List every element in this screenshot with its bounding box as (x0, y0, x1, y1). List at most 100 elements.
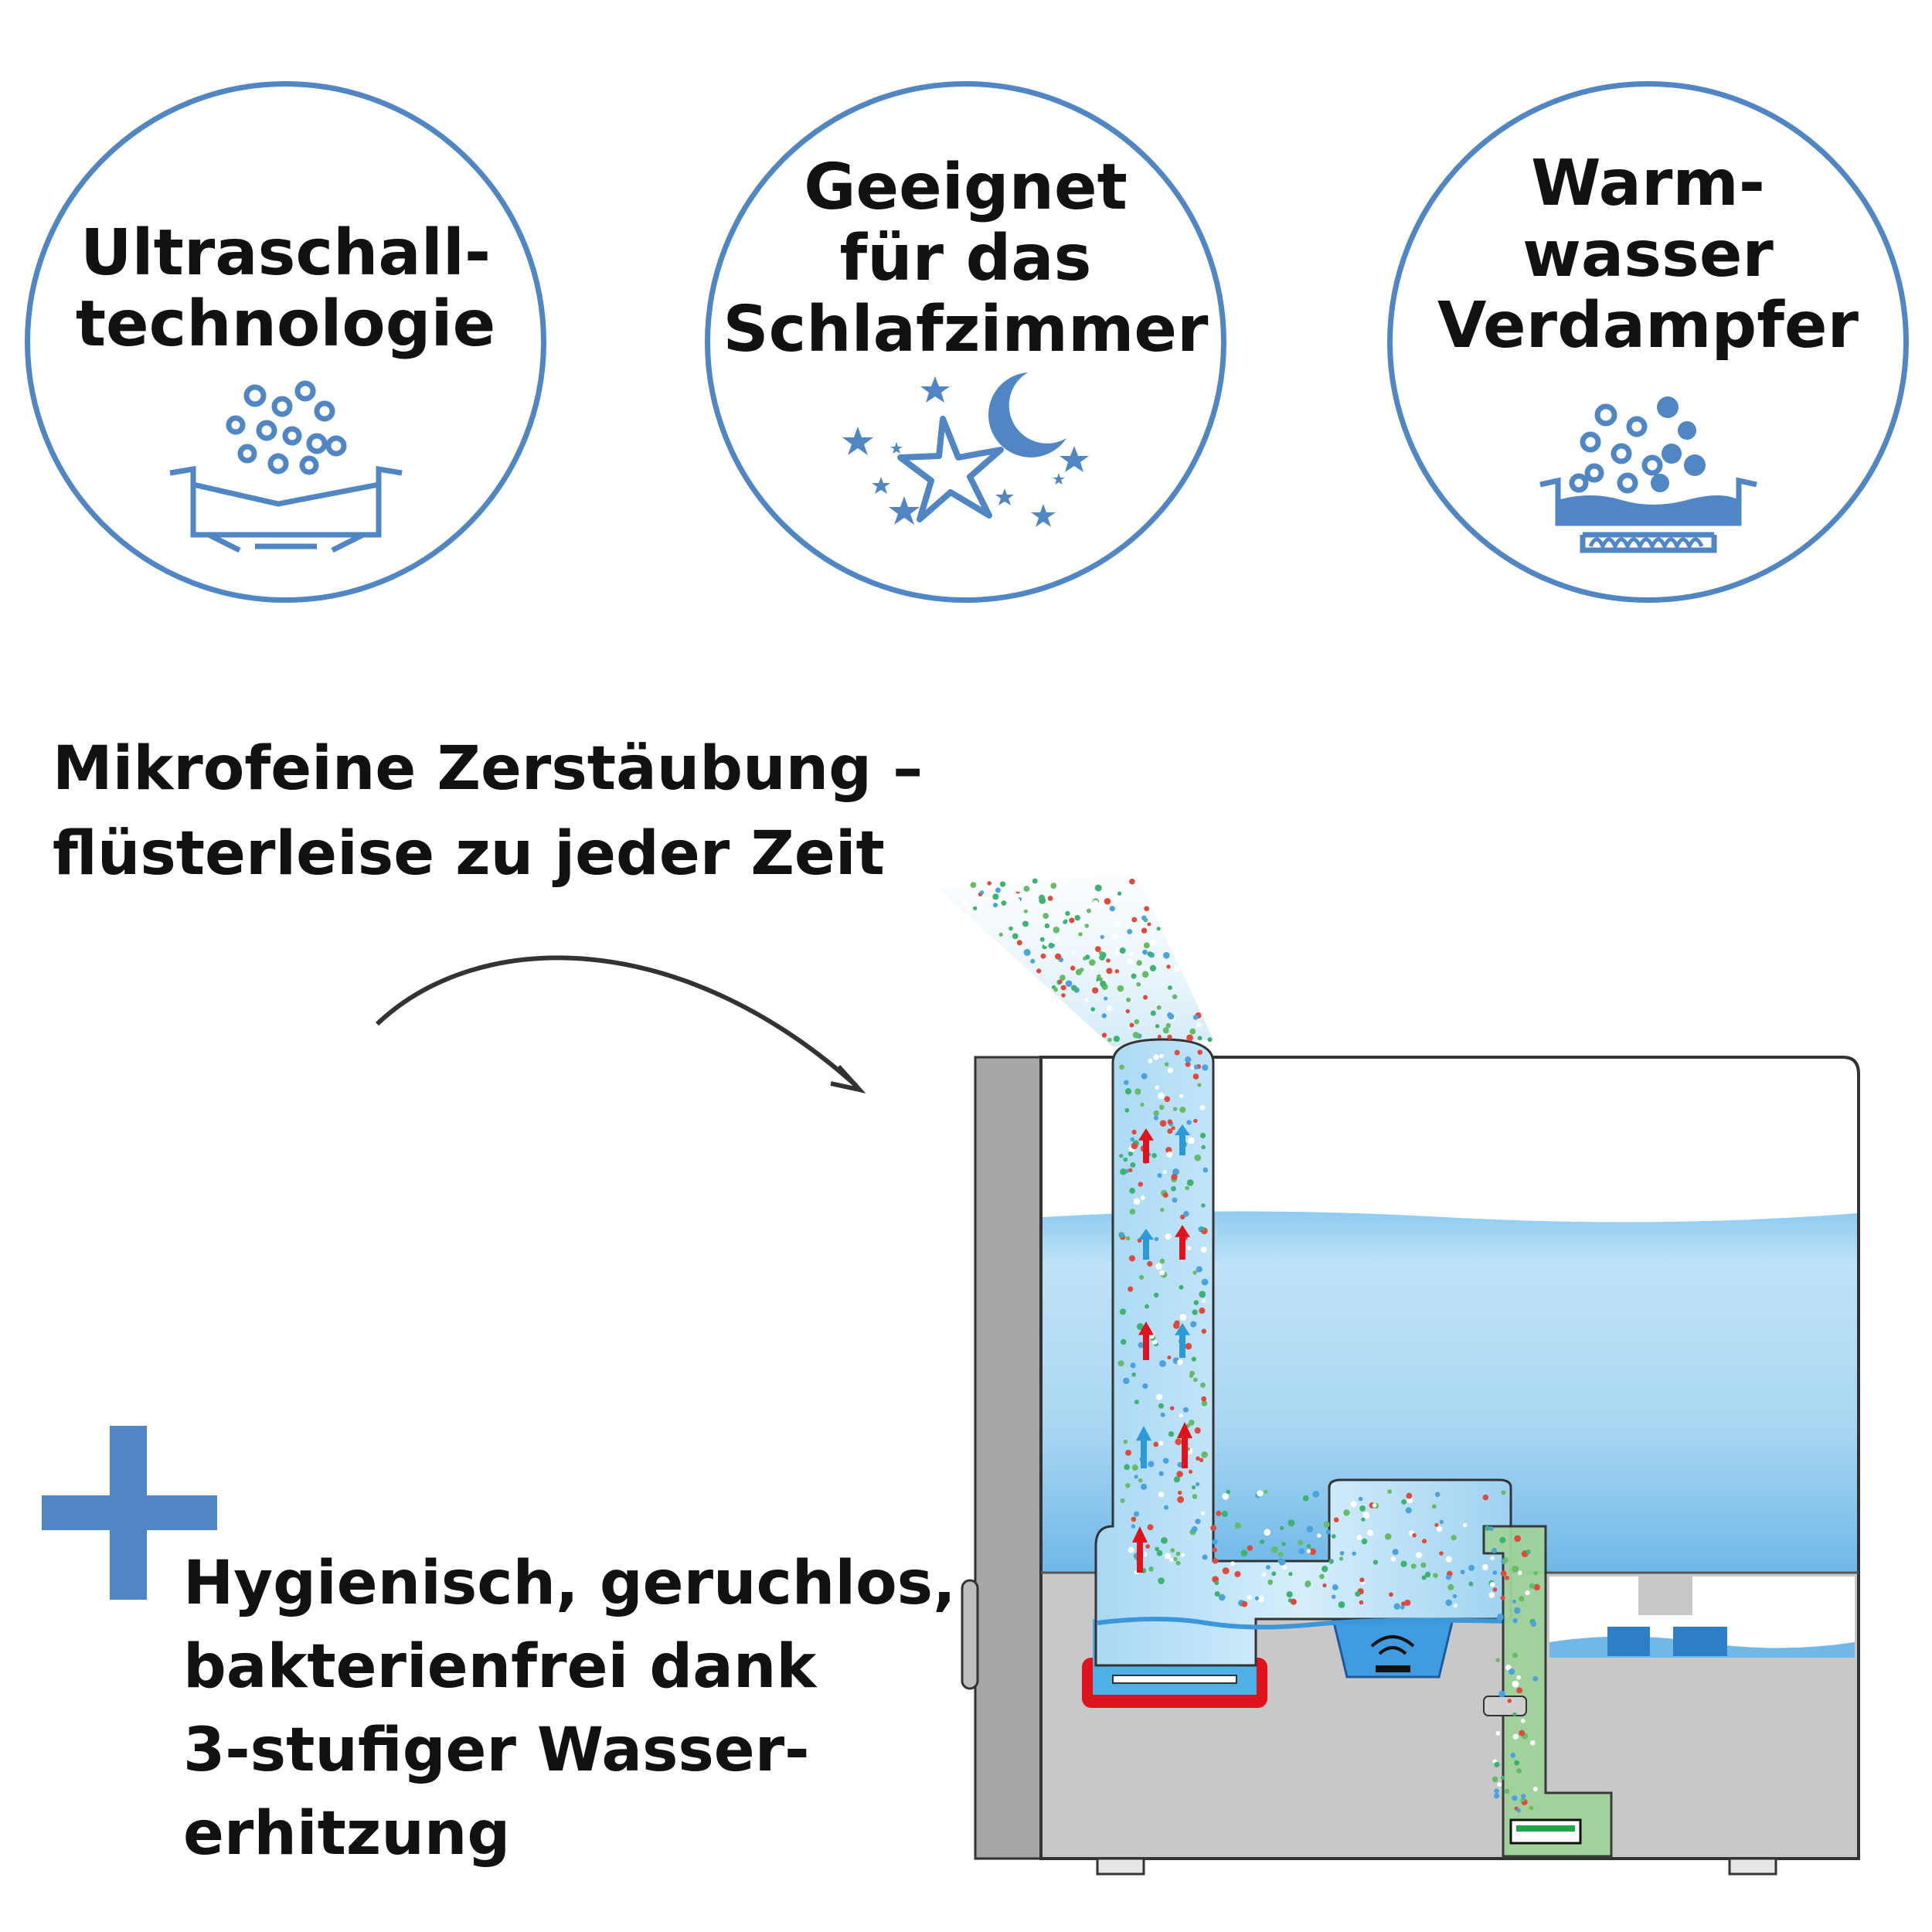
mist-particle (1123, 1377, 1130, 1385)
mist-particle (1094, 946, 1101, 952)
mist-particle (1123, 1439, 1128, 1444)
mist-particle (1193, 1118, 1198, 1124)
mist-particle (1172, 1168, 1179, 1175)
mist-particle (1210, 1525, 1217, 1532)
mist-particle (1192, 1270, 1197, 1275)
mist-particle (1497, 1782, 1502, 1787)
mist-particle (1201, 1451, 1208, 1458)
mist-particle (1492, 1587, 1498, 1592)
mist-particle (1322, 1583, 1327, 1588)
mist-particle (1161, 1536, 1168, 1544)
mist-particle (1055, 936, 1060, 940)
mist-particle (1521, 1794, 1526, 1799)
mist-particle (1133, 1511, 1140, 1517)
mist-particle (1160, 1412, 1165, 1417)
mist-particle (1185, 1185, 1189, 1191)
mist-particle (1170, 1548, 1175, 1553)
moon-stars-icon (842, 372, 1089, 527)
mist-particle (1199, 1132, 1206, 1139)
mist-particle (1100, 934, 1104, 940)
mist-particle (1404, 1599, 1411, 1607)
pointer-arrow-head (830, 1064, 866, 1094)
mist-particle (1129, 1022, 1134, 1028)
mist-particle (1405, 1507, 1412, 1514)
mist-particle (1500, 1595, 1505, 1600)
mist-particle (1175, 1551, 1181, 1556)
badge-line: Verdampfer (1437, 289, 1859, 362)
mist-particle (1422, 1539, 1427, 1544)
mist-particle (1287, 1519, 1295, 1527)
mist-particle (1155, 1546, 1160, 1552)
badge-bedroom-title: Geeignet für das Schlafzimmer (710, 152, 1221, 366)
mist-particle (1189, 1028, 1196, 1035)
mist-particle (1167, 1067, 1174, 1073)
mist-particle (1512, 1733, 1519, 1740)
mist-particle (1189, 1469, 1193, 1475)
mist-particle (1128, 1255, 1136, 1262)
mist-particle (1106, 1005, 1113, 1012)
mist-particle (1131, 1129, 1137, 1135)
mist-particle (1140, 1483, 1148, 1490)
mist-particle (1156, 1549, 1163, 1556)
mist-particle (1194, 1154, 1202, 1162)
mist-particle (1359, 1505, 1366, 1512)
mist-particle (1070, 965, 1076, 971)
mist-particle (1156, 927, 1161, 931)
mist-particle (1185, 1061, 1191, 1067)
mist-particle (1133, 1198, 1141, 1205)
mist-particle (1436, 1526, 1443, 1532)
mist-particle (1113, 896, 1120, 904)
mist-particle (1127, 929, 1133, 935)
mist-particle (1157, 1173, 1162, 1178)
mist-particle (1065, 910, 1070, 917)
mist-particle (1119, 1064, 1124, 1070)
mist-particle (1023, 886, 1030, 892)
mist-particle (1128, 1168, 1133, 1172)
mist-particle (999, 881, 1006, 887)
mist-particle (1421, 1575, 1427, 1580)
mist-particle (1131, 1524, 1136, 1529)
mist-particle (1121, 1338, 1127, 1345)
mist-particle (1372, 1503, 1377, 1508)
mist-particle (970, 882, 977, 889)
mist-particle (1192, 1015, 1199, 1020)
mist-particle (1153, 1292, 1159, 1298)
mist-particle (1065, 980, 1073, 988)
mist-particle (1512, 1599, 1516, 1604)
mist-particle (1173, 1556, 1178, 1562)
mist-particle (1150, 1010, 1156, 1016)
mist-particle (1164, 1553, 1171, 1560)
mist-particle (1130, 1162, 1136, 1168)
mist-particle (1312, 1490, 1320, 1498)
mist-particle (1317, 1533, 1321, 1538)
mist-particle (1452, 1594, 1458, 1599)
mist-particle (1491, 1547, 1498, 1553)
mist-particle (1166, 1151, 1173, 1158)
mist-particle (1158, 1577, 1165, 1584)
mist-particle (1492, 1776, 1498, 1783)
badge-line: wasser (1522, 218, 1774, 291)
mist-particle (1185, 1342, 1192, 1350)
mist-particle (1501, 1490, 1506, 1495)
mist-particle (1180, 1214, 1185, 1219)
mist-particle (1516, 1675, 1521, 1680)
mist-particle (1084, 998, 1089, 1002)
mist-particle (1043, 913, 1049, 920)
mist-particle (1271, 1571, 1277, 1577)
mist-particle (1193, 1064, 1199, 1070)
mist-particle (1277, 1558, 1283, 1563)
mist-particle (1389, 1592, 1393, 1597)
mist-particle (1023, 949, 1031, 956)
mist-particle (1127, 958, 1134, 965)
mist-particle (1333, 1517, 1339, 1522)
mist-particle (1128, 951, 1134, 957)
mist-particle (1191, 1526, 1198, 1532)
mist-particle (1119, 1154, 1124, 1158)
mist-particle (1199, 1458, 1204, 1462)
mist-particle (1445, 1574, 1451, 1580)
mist-particle (1069, 917, 1075, 923)
mist-particle (1179, 1094, 1184, 1098)
mist-particle (1201, 1145, 1206, 1150)
mist-particle (1114, 969, 1120, 974)
mist-particle (1132, 1032, 1140, 1039)
